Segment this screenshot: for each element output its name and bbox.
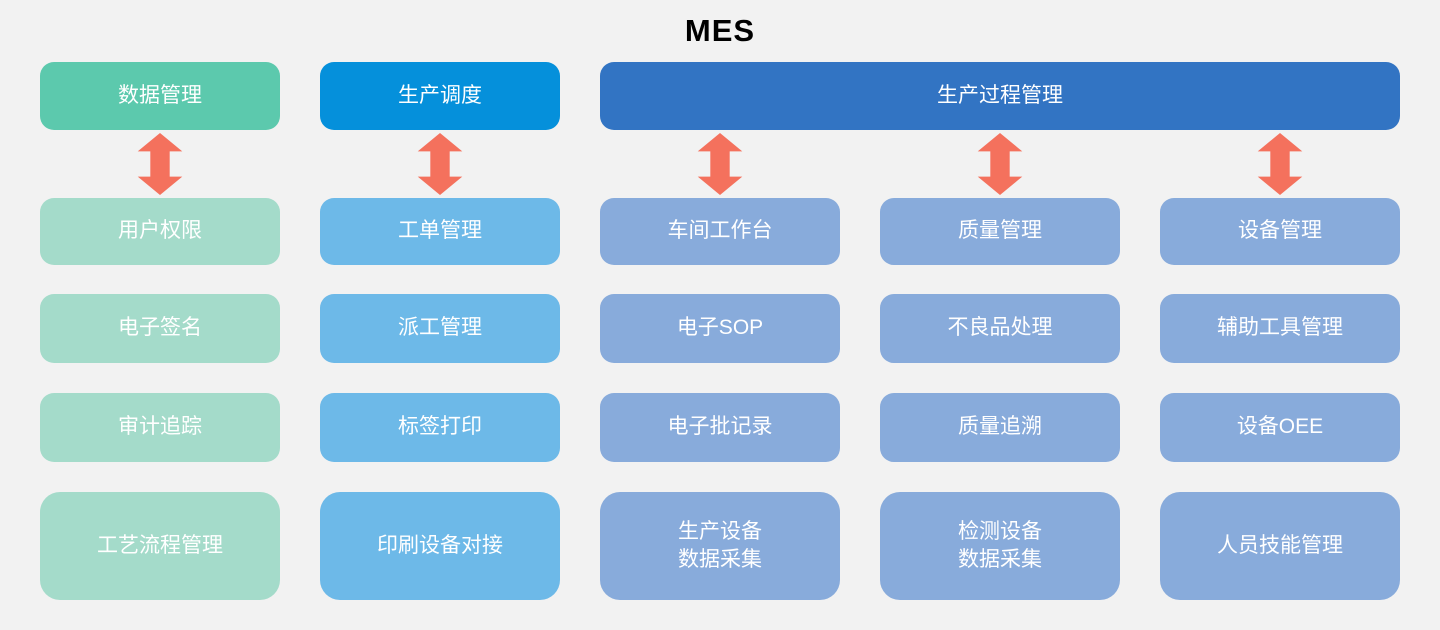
box-workshop-workbench: 车间工作台 (600, 198, 840, 265)
double-arrow-icon (880, 130, 1120, 198)
double-arrow-icon (1160, 130, 1400, 198)
diagram-title: MES (684, 13, 756, 48)
box-printing-equipment-integration: 印刷设备对接 (320, 492, 560, 600)
box-quality-management: 质量管理 (880, 198, 1120, 265)
header-production-scheduling: 生产调度 (320, 62, 560, 130)
header-production-process-management: 生产过程管理 (600, 62, 1400, 130)
header-data-management: 数据管理 (40, 62, 280, 130)
box-dispatch-management: 派工管理 (320, 294, 560, 363)
box-equipment-management: 设备管理 (1160, 198, 1400, 265)
box-equipment-oee: 设备OEE (1160, 393, 1400, 462)
box-quality-traceability: 质量追溯 (880, 393, 1120, 462)
box-electronic-signature: 电子签名 (40, 294, 280, 363)
box-label-printing: 标签打印 (320, 393, 560, 462)
box-production-equipment-data-collection: 生产设备 数据采集 (600, 492, 840, 600)
box-defective-product-handling: 不良品处理 (880, 294, 1120, 363)
diagram-grid: 数据管理 生产调度 生产过程管理 用户权限 工单管理 车间工作台 质量管理 设备… (40, 62, 1400, 600)
box-process-flow-management: 工艺流程管理 (40, 492, 280, 600)
double-arrow-icon (600, 130, 840, 198)
box-personnel-skill-management: 人员技能管理 (1160, 492, 1400, 600)
box-user-permissions: 用户权限 (40, 198, 280, 265)
box-inspection-equipment-data-collection: 检测设备 数据采集 (880, 492, 1120, 600)
box-auxiliary-tool-management: 辅助工具管理 (1160, 294, 1400, 363)
box-work-order-management: 工单管理 (320, 198, 560, 265)
double-arrow-icon (320, 130, 560, 198)
box-electronic-batch-record: 电子批记录 (600, 393, 840, 462)
box-electronic-sop: 电子SOP (600, 294, 840, 363)
box-audit-trail: 审计追踪 (40, 393, 280, 462)
double-arrow-icon (40, 130, 280, 198)
